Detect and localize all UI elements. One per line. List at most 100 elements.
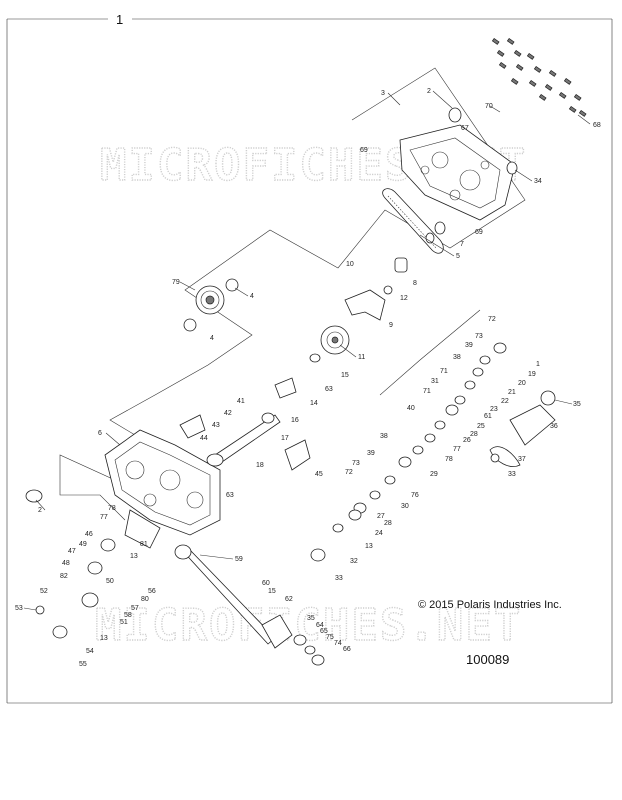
callout-13: 13 [365, 543, 373, 550]
callout-52: 52 [40, 588, 48, 595]
callout-2: 2 [427, 88, 431, 95]
callout-73b: 73 [352, 460, 360, 467]
callout-9: 9 [389, 322, 393, 329]
callout-35b: 35 [307, 615, 315, 622]
leader-lines [23, 90, 591, 611]
callout-32: 32 [350, 558, 358, 565]
callout-46: 46 [85, 531, 93, 538]
callout-78b: 78 [108, 505, 116, 512]
output-shaft-36 [489, 390, 556, 467]
callout-56: 56 [148, 588, 156, 595]
gear-8 [383, 257, 408, 295]
callout-2b: 2 [38, 507, 42, 514]
callout-18: 18 [256, 462, 264, 469]
callout-25: 25 [477, 423, 485, 430]
callout-26: 26 [463, 437, 471, 444]
callout-10: 10 [346, 261, 354, 268]
callout-20: 20 [518, 380, 526, 387]
callout-38b: 38 [380, 433, 388, 440]
callout-66: 66 [343, 646, 351, 653]
callout-58: 58 [124, 612, 132, 619]
callout-23: 23 [490, 406, 498, 413]
callout-38: 38 [453, 354, 461, 361]
callout-77b: 77 [100, 514, 108, 521]
callout-7: 7 [460, 241, 464, 248]
callout-33b: 33 [335, 575, 343, 582]
callout-44: 44 [200, 435, 208, 442]
callout-6: 6 [98, 430, 102, 437]
callout-71b: 71 [423, 388, 431, 395]
callout-27: 27 [377, 513, 385, 520]
callout-8: 8 [413, 280, 417, 287]
callout-75: 75 [326, 634, 334, 641]
gear-79 [183, 278, 239, 332]
callout-51: 51 [120, 619, 128, 626]
callout-19: 19 [528, 371, 536, 378]
callout-42: 42 [224, 410, 232, 417]
callout-35: 35 [573, 401, 581, 408]
callout-72: 72 [488, 316, 496, 323]
callout-79: 79 [172, 279, 180, 286]
callout-30: 30 [401, 503, 409, 510]
callout-55: 55 [79, 661, 87, 668]
callout-82: 82 [60, 573, 68, 580]
callout-28b: 28 [384, 520, 392, 527]
callout-24: 24 [375, 530, 383, 537]
callout-39: 39 [465, 342, 473, 349]
callout-13b: 13 [130, 553, 138, 560]
callout-14: 14 [310, 400, 318, 407]
callout-29: 29 [430, 471, 438, 478]
callout-34: 34 [534, 178, 542, 185]
callout-28: 28 [470, 431, 478, 438]
shift-fork-9 [344, 289, 386, 321]
bolt-group [491, 37, 587, 117]
callout-61: 61 [484, 413, 492, 420]
callout-labels: 3 2 70 68 67 69 34 69 7 5 10 8 79 4 12 7… [15, 88, 601, 668]
shaft-18 [206, 414, 281, 467]
callout-1: 1 [536, 361, 540, 368]
callout-47: 47 [68, 548, 76, 555]
diagram-border [6, 18, 613, 704]
callout-48: 48 [62, 560, 70, 567]
callout-69b: 69 [475, 229, 483, 236]
callout-31: 31 [431, 378, 439, 385]
callout-43: 43 [212, 422, 220, 429]
callout-45: 45 [315, 471, 323, 478]
callout-62: 62 [285, 596, 293, 603]
drive-belt [382, 188, 446, 254]
callout-71: 71 [440, 368, 448, 375]
watermark-bottom: MICROFICHES.NET [95, 600, 522, 651]
callout-36: 36 [550, 423, 558, 430]
copyright-text: © 2015 Polaris Industries Inc. [418, 599, 562, 611]
callout-57: 57 [131, 605, 139, 612]
shaft-59 [174, 544, 276, 645]
assembly-outline [59, 67, 526, 521]
callout-22: 22 [501, 398, 509, 405]
callout-59: 59 [235, 556, 243, 563]
callout-41: 41 [237, 398, 245, 405]
callout-37: 37 [518, 456, 526, 463]
callout-68: 68 [593, 122, 601, 129]
callout-63: 63 [325, 386, 333, 393]
callout-4b: 4 [210, 335, 214, 342]
callout-3: 3 [381, 90, 385, 97]
callout-81: 81 [140, 541, 148, 548]
callout-12: 12 [400, 295, 408, 302]
callout-11: 11 [358, 354, 365, 361]
callout-17: 17 [281, 435, 289, 442]
callout-63b: 63 [226, 492, 234, 499]
callout-78: 78 [445, 456, 453, 463]
callout-67: 67 [461, 125, 469, 132]
callout-77: 77 [453, 446, 461, 453]
frame-number: 1 [116, 12, 123, 27]
callout-53: 53 [15, 605, 23, 612]
callout-64: 64 [316, 622, 324, 629]
callout-40: 40 [407, 405, 415, 412]
callout-16: 16 [291, 417, 299, 424]
callout-70: 70 [485, 103, 493, 110]
callout-60: 60 [262, 580, 270, 587]
shaft-40 [379, 309, 481, 396]
callout-15b: 15 [268, 588, 276, 595]
gear-11 [320, 325, 350, 355]
